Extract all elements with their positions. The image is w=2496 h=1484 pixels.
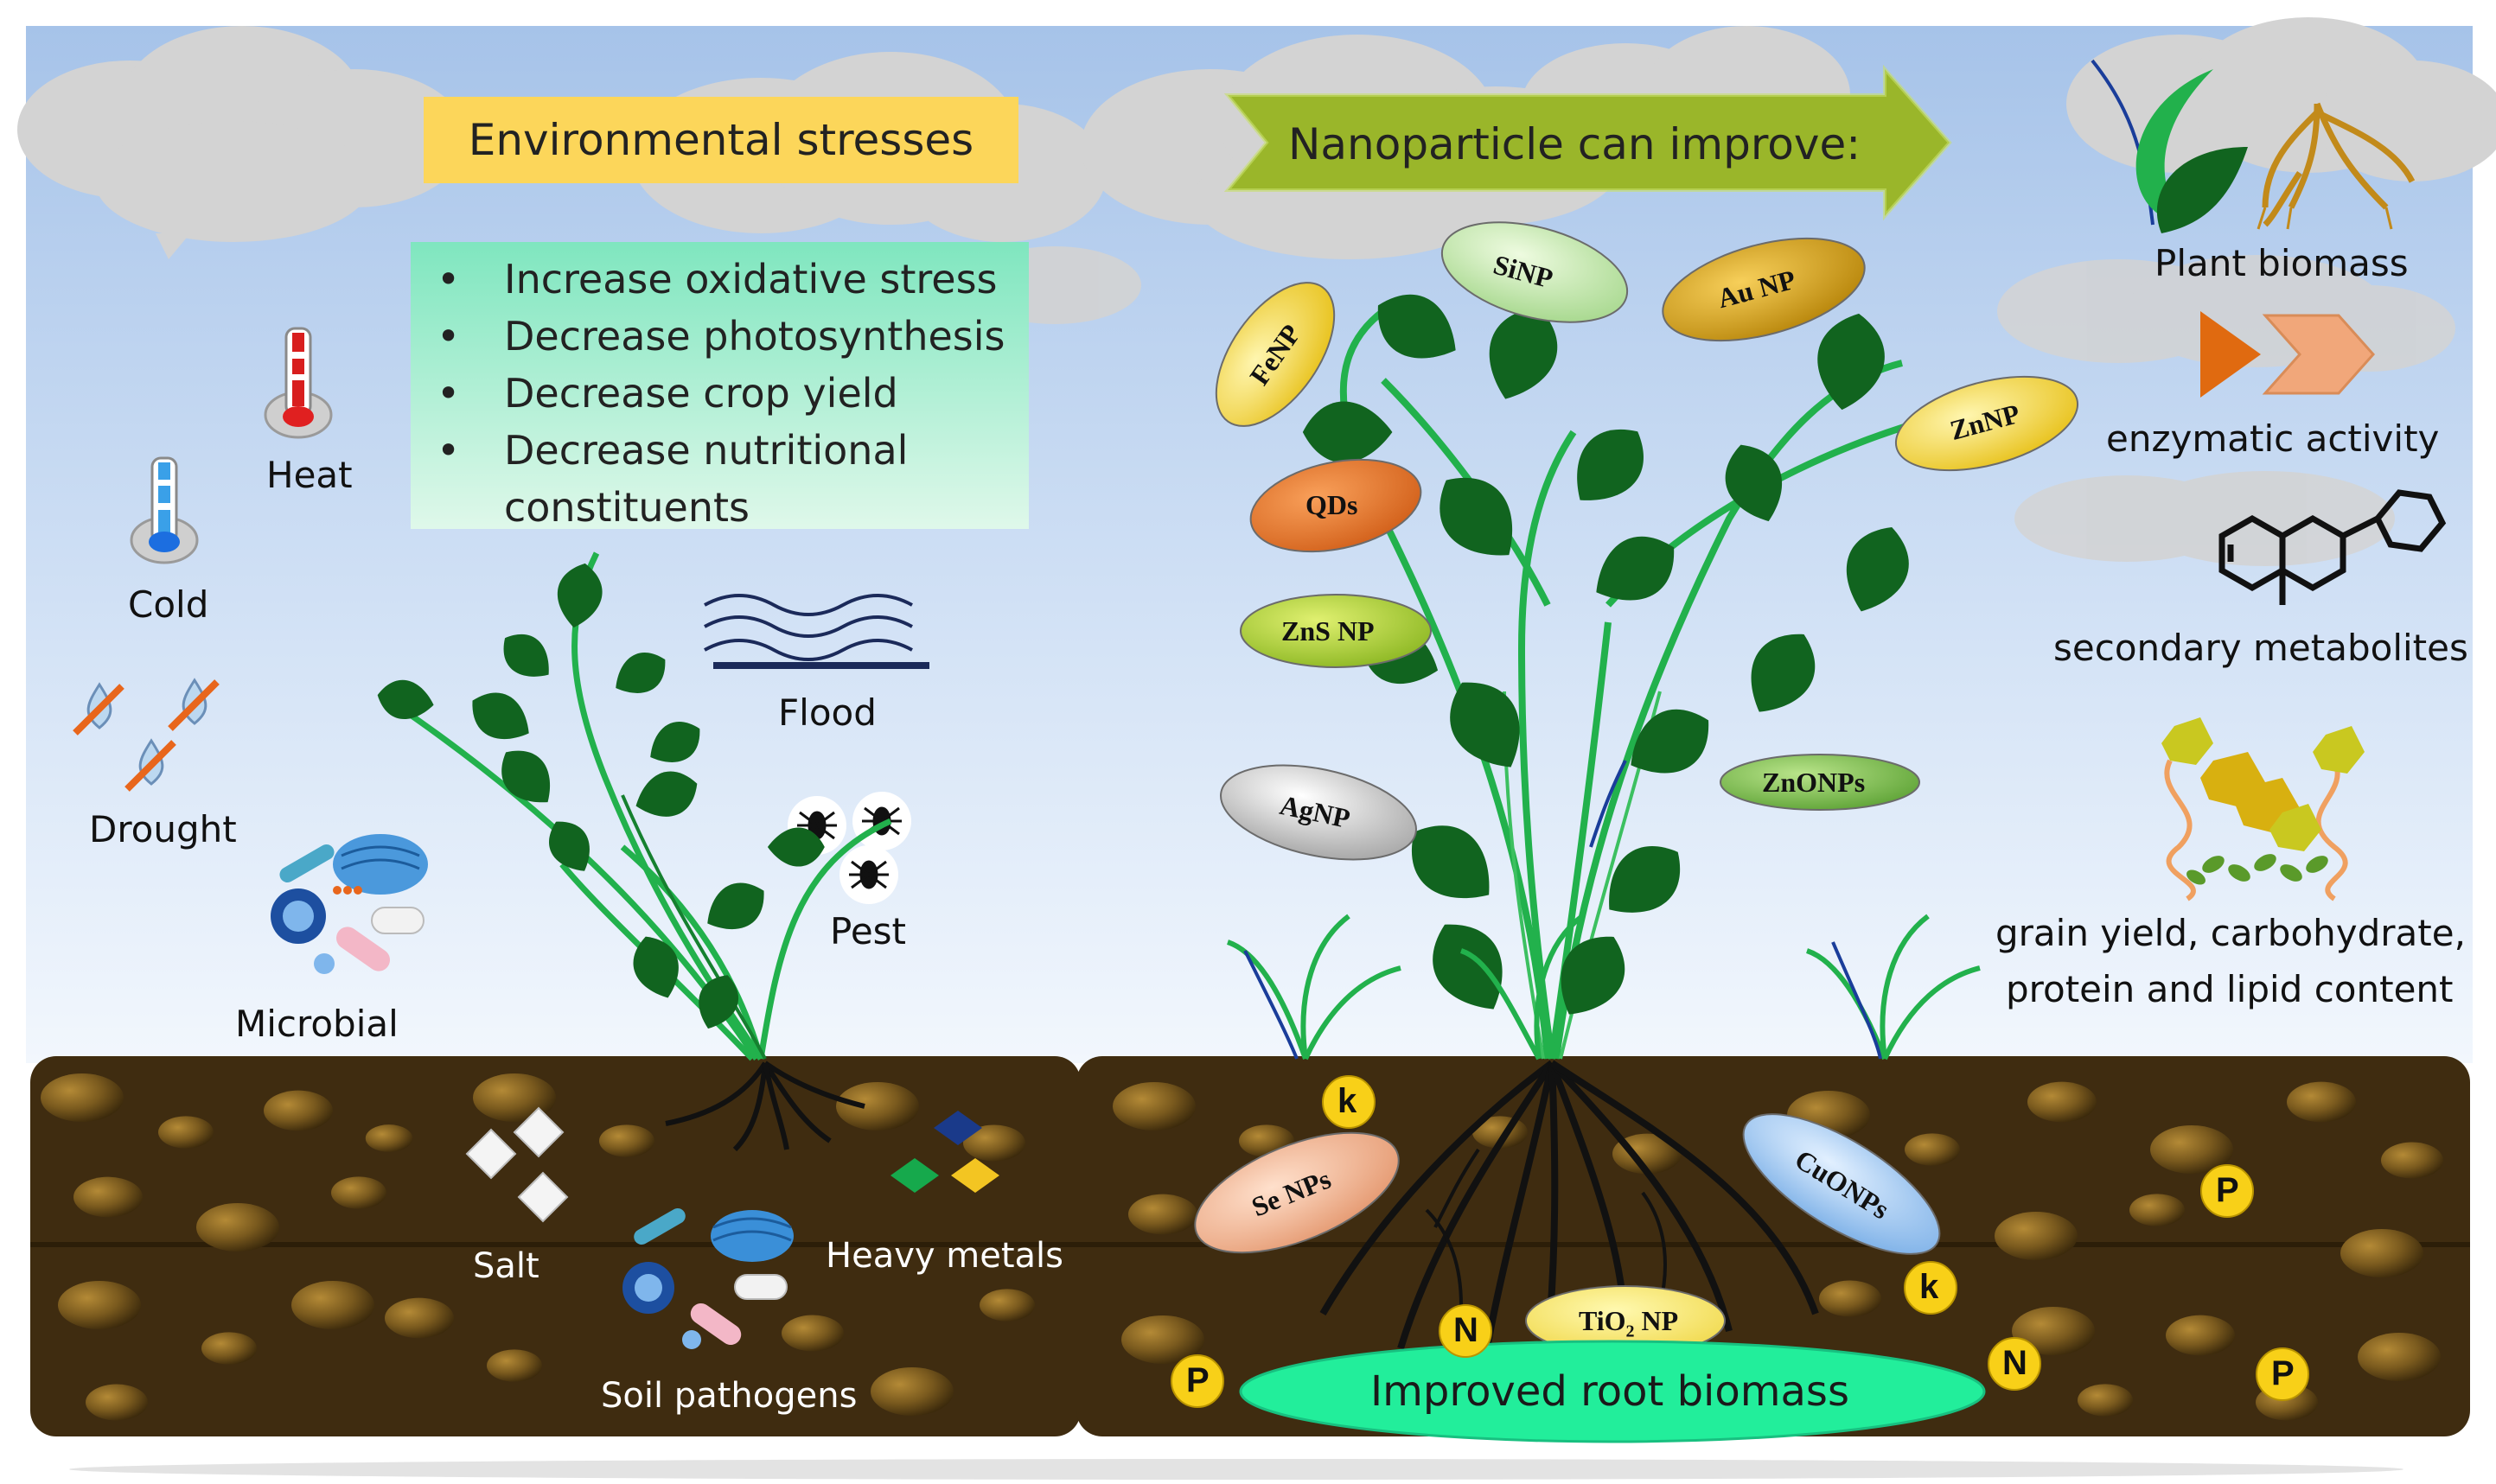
effect-nutritional: Decrease nutritional constituents: [437, 422, 919, 536]
secondary-metabolites-icon: [2218, 489, 2447, 605]
stress-effects-list: Increase oxidative stress Decrease photo…: [411, 242, 1029, 536]
effect-crop-yield: Decrease crop yield: [437, 365, 1029, 422]
nutrient-p-2: P: [2216, 1171, 2239, 1209]
qds-label: QDs: [1305, 489, 1358, 520]
flood-label: Flood: [778, 691, 877, 734]
improve-arrow: [1228, 69, 1950, 216]
heavy-metals-icon: [891, 1111, 999, 1193]
grass-tufts: [1226, 760, 1981, 1060]
soil-pathogens-label: Soil pathogens: [601, 1376, 858, 1416]
soil-pathogens-icon: [622, 1208, 794, 1349]
secondary-metabolites-label: secondary metabolites: [2053, 627, 2468, 669]
pest-label: Pest: [830, 910, 907, 952]
nutrient-circles: [1171, 1075, 2309, 1408]
salt-icon: [465, 1106, 569, 1223]
znonps-label: ZnONPs: [1762, 767, 1866, 798]
root-biomass-ellipse: [1239, 1340, 1986, 1443]
drought-label: Drought: [89, 808, 237, 850]
nutrient-k-2: k: [1919, 1268, 1939, 1306]
stressed-plant: [373, 551, 892, 1152]
cold-label: Cold: [128, 583, 209, 626]
environmental-stresses-banner: Environmental stresses: [424, 97, 1018, 183]
tio2-np: NP: [1634, 1305, 1679, 1336]
nanoparticle-capsules: [1194, 221, 2079, 1356]
soil: [30, 1056, 2470, 1480]
tio2-subscript: 2: [1625, 1322, 1635, 1341]
microbial-label: Microbial: [235, 1003, 399, 1045]
nanoparticle-improve-banner: Nanoparticle can improve:: [1288, 119, 1861, 169]
nutrient-n-2: N: [2002, 1344, 2027, 1382]
nutrient-k-1: k: [1337, 1082, 1357, 1120]
plant-biomass-icon: [2091, 59, 2416, 233]
grain-yield-label-line2: protein and lipid content: [2006, 968, 2454, 1010]
effect-photosynthesis: Decrease photosynthesis: [437, 308, 1029, 365]
nutrient-p-3: P: [2271, 1354, 2295, 1392]
zns-np-label: ZnS NP: [1281, 615, 1375, 646]
enzymatic-activity-label: enzymatic activity: [2106, 417, 2440, 460]
heavy-metals-label: Heavy metals: [826, 1236, 1063, 1276]
tio2-main: TiO: [1579, 1305, 1626, 1336]
tio2-np-label: TiO2 NP: [1579, 1305, 1678, 1341]
nutrient-n-1: N: [1453, 1311, 1478, 1349]
grain-protein-icon: [2161, 717, 2365, 901]
effect-oxidative: Increase oxidative stress: [437, 251, 1029, 308]
salt-label: Salt: [473, 1246, 539, 1286]
heat-thermometer-icon: [264, 327, 333, 439]
drought-icon: [73, 678, 220, 792]
grain-yield-label-line1: grain yield, carbohydrate,: [1995, 912, 2466, 954]
enzymatic-activity-icon: [2200, 311, 2376, 398]
nutrient-p-1: P: [1186, 1361, 1210, 1399]
flood-icon: [704, 594, 929, 669]
stress-effects-box: Increase oxidative stress Decrease photo…: [411, 242, 1029, 531]
plant-biomass-label: Plant biomass: [2154, 242, 2409, 284]
improved-root-biomass-label: Improved root biomass: [1370, 1367, 1849, 1416]
heat-label: Heat: [266, 454, 353, 496]
cold-thermometer-icon: [130, 456, 199, 564]
nanoparticle-treated-plant: [1302, 278, 1947, 1350]
microbial-icon: [271, 834, 428, 974]
